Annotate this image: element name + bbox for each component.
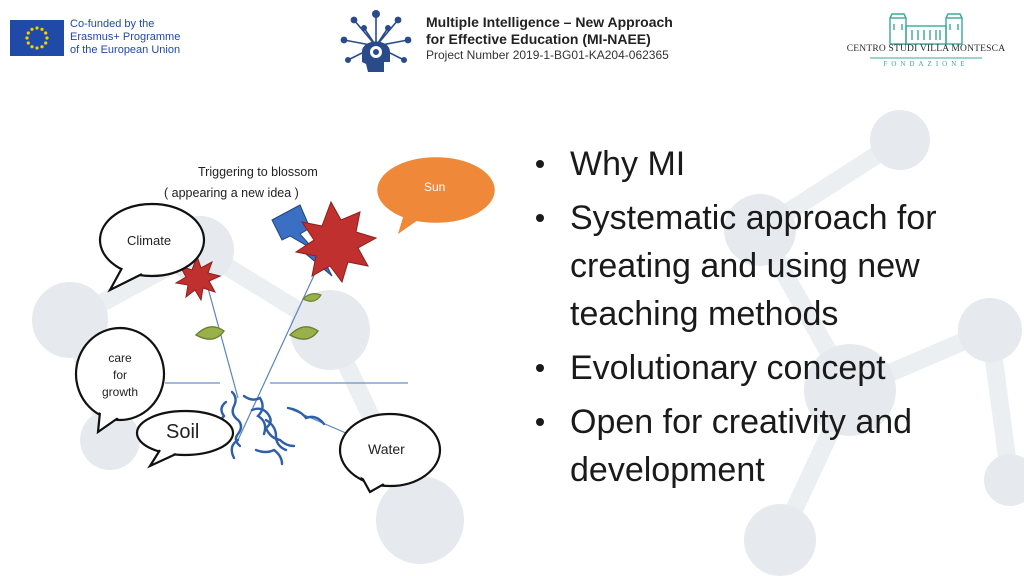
sun-label: Sun bbox=[424, 180, 446, 194]
roots bbox=[208, 390, 326, 466]
stem-right bbox=[237, 257, 323, 441]
care-label: care for growth bbox=[86, 350, 154, 401]
climate-bubble-tail bbox=[107, 267, 143, 293]
villa-foundation-text: FONDAZIONE bbox=[883, 60, 969, 68]
key-points-list: Why MI Systematic approach for creating … bbox=[530, 140, 1010, 500]
soil-label: Soil bbox=[166, 421, 200, 443]
sun-tail bbox=[398, 214, 418, 234]
trigger-label-line2: ( appearing a new idea ) bbox=[164, 186, 299, 200]
villa-divider-line bbox=[870, 57, 982, 59]
water-label: Water bbox=[368, 441, 405, 457]
bullet-dot-icon bbox=[536, 418, 544, 426]
bullet-dot-icon bbox=[536, 364, 544, 372]
eu-text-line: of the European Union bbox=[70, 44, 181, 56]
header-bar: Co-funded by the Erasmus+ Programme of t… bbox=[0, 0, 1024, 80]
bullet-item: Evolutionary concept bbox=[530, 344, 1010, 392]
bullet-text: Systematic approach for creating and usi… bbox=[570, 199, 937, 333]
eu-flag-icon bbox=[10, 20, 64, 56]
stem-left bbox=[207, 287, 239, 399]
bullet-text: Why MI bbox=[570, 145, 686, 183]
leaf-right-lower bbox=[288, 326, 319, 340]
care-label-line: for bbox=[112, 368, 127, 382]
trigger-label-line1: Triggering to blossom bbox=[198, 165, 318, 179]
bullet-item: Systematic approach for creating and usi… bbox=[530, 194, 1010, 338]
villa-name-text: CENTRO STUDI VILLA MONTESCA bbox=[846, 44, 1006, 54]
mi-project-number: Project Number 2019-1-BG01-KA204-062365 bbox=[426, 48, 669, 62]
red-burst-flower-left bbox=[174, 254, 222, 302]
eu-text-line: Co-funded by the bbox=[70, 18, 155, 30]
bullet-item: Why MI bbox=[530, 140, 1010, 188]
bullet-dot-icon bbox=[536, 160, 544, 168]
care-label-line: growth bbox=[101, 385, 139, 399]
climate-label: Climate bbox=[127, 233, 172, 248]
mi-title-line: Multiple Intelligence – New Approach bbox=[426, 14, 673, 30]
villa-building-logo-icon bbox=[889, 13, 963, 45]
bullet-dot-icon bbox=[536, 214, 544, 222]
red-burst-flower-right bbox=[294, 200, 378, 284]
sun-oval bbox=[374, 154, 498, 226]
mi-project-title-block: Multiple Intelligence – New Approach for… bbox=[426, 14, 716, 63]
soil-bubble-tail bbox=[147, 449, 177, 469]
bullet-item: Open for creativity and development bbox=[530, 398, 1010, 494]
care-label-line: care bbox=[108, 351, 132, 365]
leaf-right-upper bbox=[301, 293, 322, 302]
leaf-left bbox=[194, 326, 225, 340]
bullet-text: Open for creativity and development bbox=[570, 403, 913, 489]
eu-text-line: Erasmus+ Programme bbox=[70, 31, 181, 43]
bullet-text: Evolutionary concept bbox=[570, 349, 886, 387]
mi-title-line: for Effective Education (MI-NAEE) bbox=[426, 31, 651, 47]
eu-cofunded-text: Co-funded by the Erasmus+ Programme of t… bbox=[70, 18, 210, 57]
mi-head-network-logo-icon bbox=[340, 10, 412, 72]
